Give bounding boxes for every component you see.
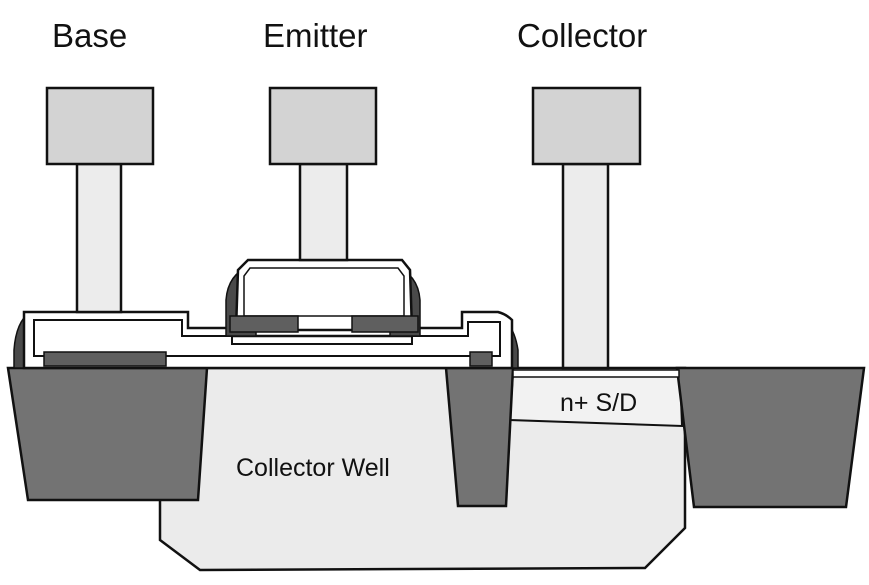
emitter-silicide-right: [351, 315, 419, 333]
base-silicide: [43, 351, 167, 367]
collector-contact-pad: [531, 86, 642, 166]
collector-label: Collector: [517, 17, 647, 54]
emitter-contact-pad: [268, 86, 378, 166]
n-plus-sd-label: n+ S/D: [560, 389, 637, 417]
collector-silicide: [512, 369, 680, 378]
base-contact-pad: [45, 86, 155, 166]
emitter-inner-layer: [243, 267, 405, 317]
base-label: Base: [52, 17, 127, 54]
base-via: [75, 162, 123, 314]
base-silicide-right: [469, 351, 493, 367]
emitter-silicide-left: [229, 315, 299, 333]
isolation-left: [6, 366, 209, 502]
collector-via: [561, 162, 610, 370]
collector-well-label: Collector Well: [236, 454, 390, 482]
isolation-middle: [444, 366, 515, 508]
emitter-via: [298, 162, 349, 262]
emitter-label: Emitter: [263, 17, 368, 54]
isolation-right: [675, 366, 866, 509]
